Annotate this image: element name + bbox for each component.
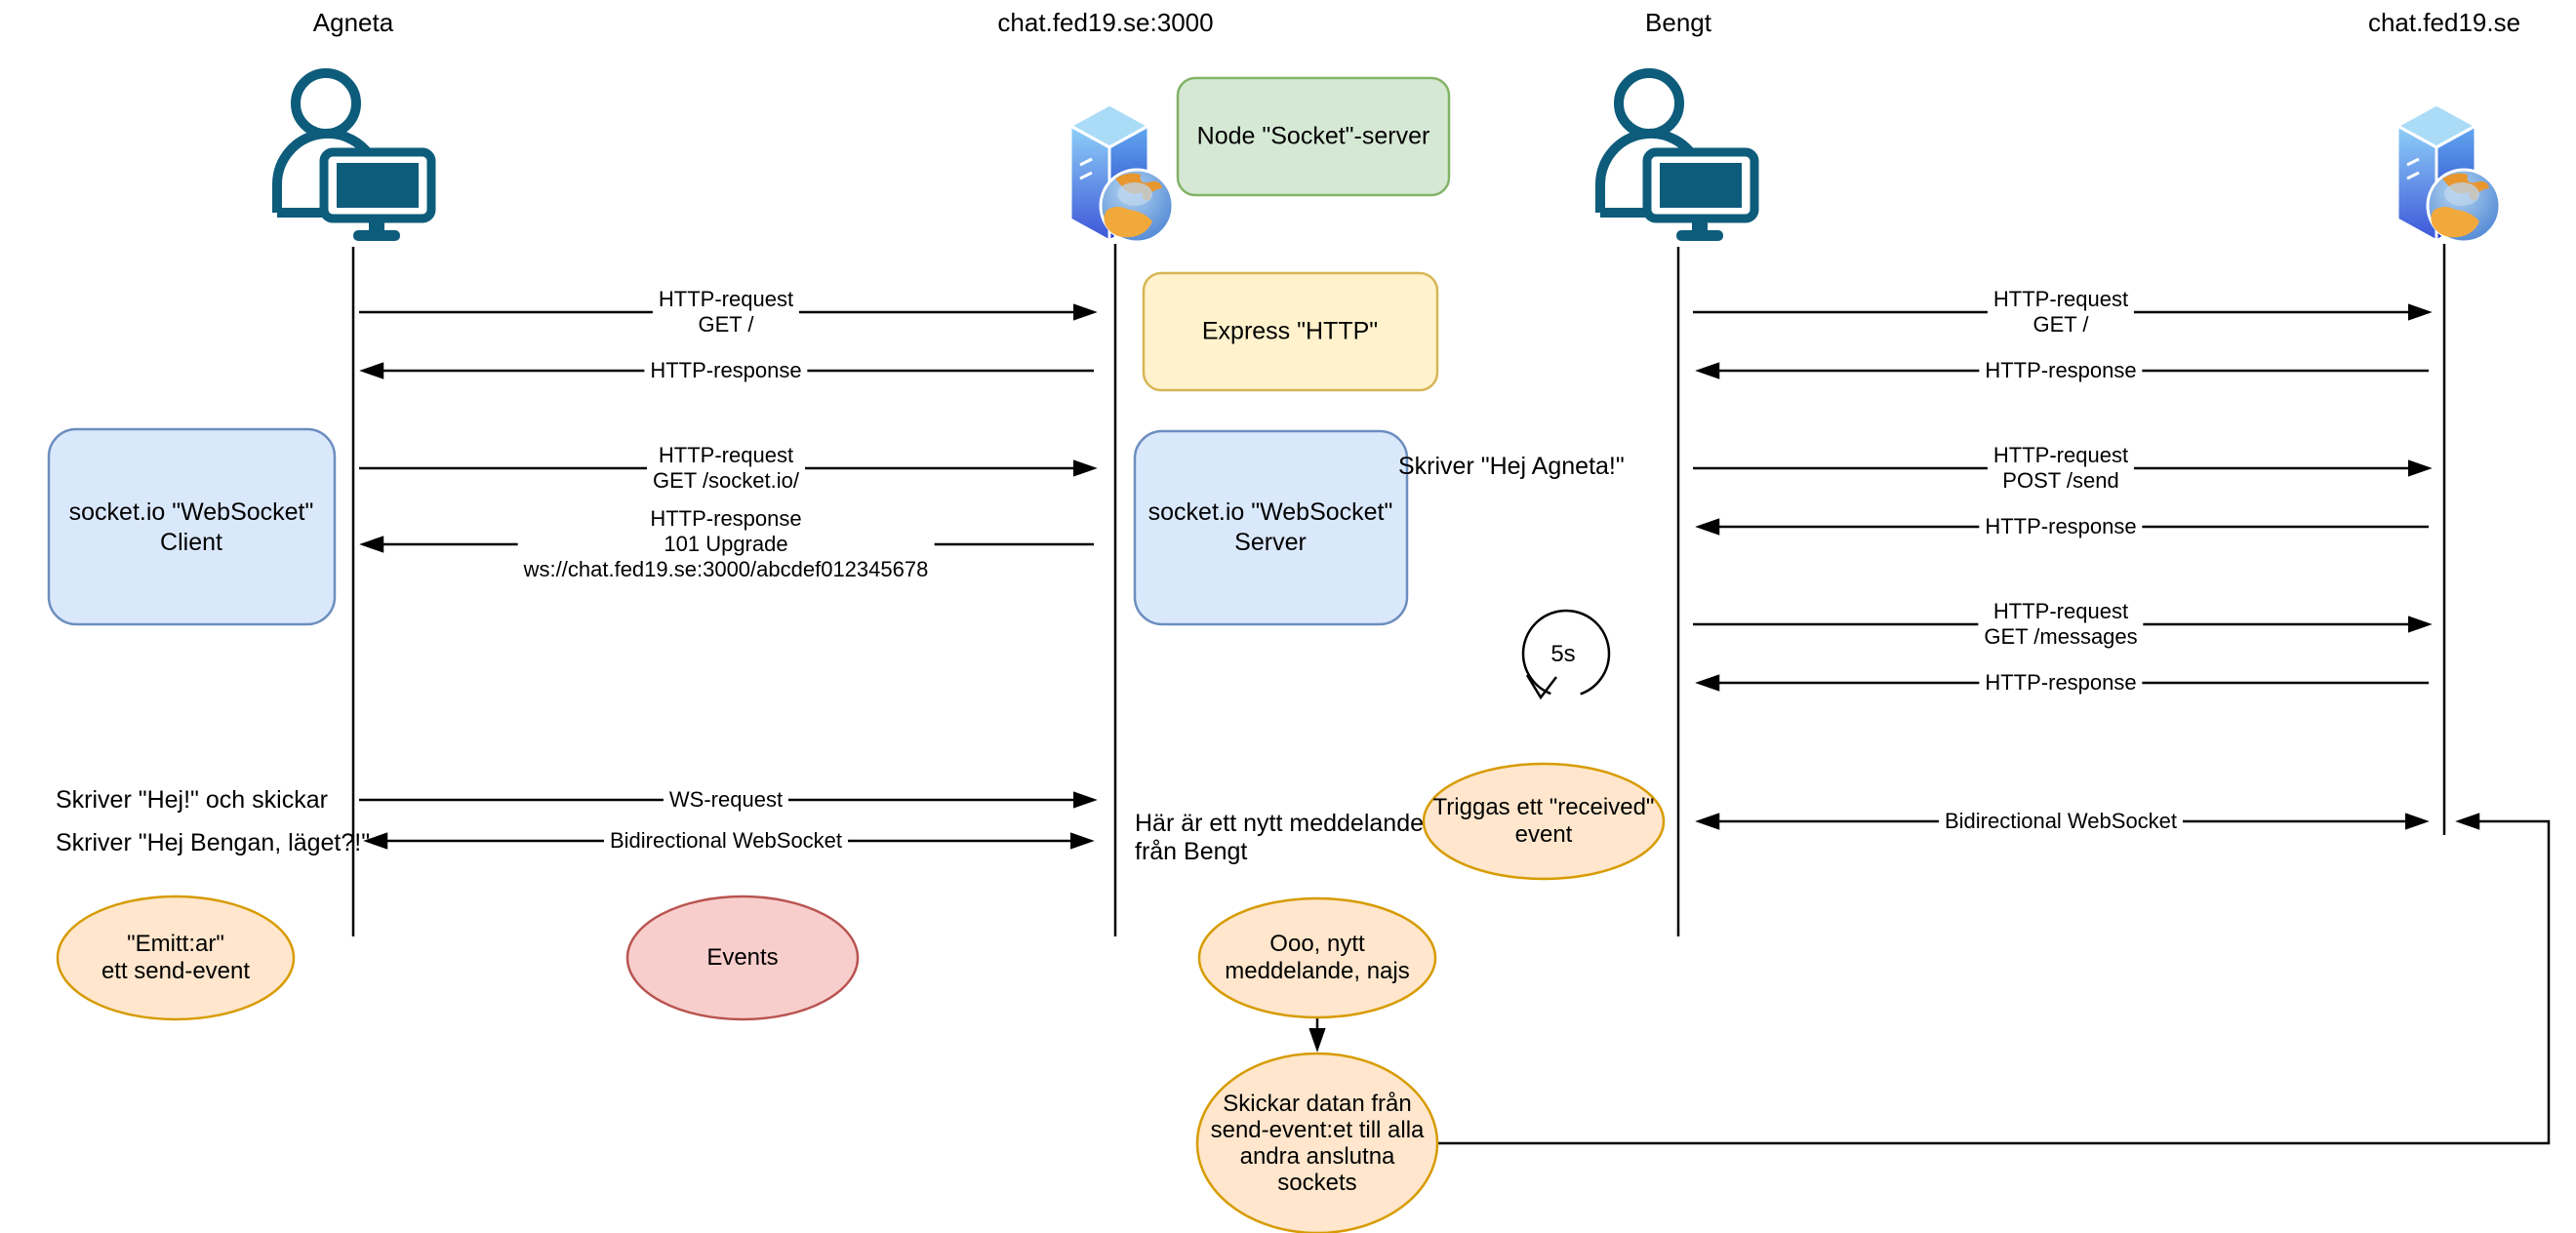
skickar-datan-label: Skickar datan från send-event:et till al… xyxy=(1210,1091,1425,1196)
message-label: HTTP-response xyxy=(1979,514,2143,539)
message-label: HTTP-request GET / xyxy=(1987,287,2135,338)
socketio-client-label: socket.io "WebSocket" Client xyxy=(68,498,314,556)
note-skriver-hej-agneta: Skriver "Hej Agneta!" xyxy=(1398,453,1625,480)
events-ellipse xyxy=(625,895,860,1021)
actor-title-bengt: Bengt xyxy=(1645,8,1711,37)
person-computer-icon xyxy=(272,68,436,241)
message-label: HTTP-response xyxy=(1979,670,2143,696)
emittar-send-event-label: "Emitt:ar" ett send-event xyxy=(101,931,251,984)
events-label: Events xyxy=(706,944,779,971)
note-skriver-hej-bengan: Skriver "Hej Bengan, läget?!" xyxy=(56,829,371,856)
emittar-send-event-ellipse xyxy=(56,895,296,1021)
express-http-label: Express "HTTP" xyxy=(1201,317,1379,345)
message-label: HTTP-response xyxy=(644,358,808,383)
ooo-nytt-meddelande-ellipse xyxy=(1197,896,1437,1019)
message-label: WS-request xyxy=(663,787,789,813)
feedback-line-sockets-broadcast xyxy=(1438,813,2551,1145)
message-label: HTTP-response 101 Upgrade ws://chat.fed1… xyxy=(517,506,935,582)
actor-title-chatfed19: chat.fed19.se xyxy=(2367,8,2521,37)
express-http-box xyxy=(1142,271,1439,392)
message-label: HTTP-response xyxy=(1979,358,2143,383)
person-computer-icon xyxy=(1595,68,1759,241)
polling-loop-icon xyxy=(1521,609,1611,700)
node-socket-server-label: Node "Socket"-server xyxy=(1196,122,1430,150)
socketio-server-label: socket.io "WebSocket" Server xyxy=(1147,498,1393,556)
actor-title-agneta: Agneta xyxy=(312,8,394,37)
message-label: HTTP-request GET /socket.io/ xyxy=(647,443,805,494)
node-socket-server-box xyxy=(1176,76,1451,197)
message-label: Bidirectional WebSocket xyxy=(1938,809,2184,834)
note-har-ar-ett-nytt-meddelande: Här är ett nytt meddelande från Bengt xyxy=(1135,810,1424,865)
actor-title-server3000: chat.fed19.se:3000 xyxy=(997,8,1214,37)
message-label: HTTP-request GET /messages xyxy=(1978,599,2144,650)
note-skriver-hej-och-skickar: Skriver "Hej!" och skickar xyxy=(56,786,328,814)
server-globe-icon xyxy=(1068,102,1175,244)
triggas-received-event-label: Triggas ett "received" event xyxy=(1432,794,1655,848)
ooo-nytt-meddelande-label: Ooo, nytt meddelande, najs xyxy=(1225,931,1410,984)
skickar-datan-ellipse xyxy=(1195,1052,1439,1233)
message-label: HTTP-request GET / xyxy=(652,287,800,338)
server-globe-icon xyxy=(2395,102,2502,244)
polling-interval-label: 5s xyxy=(1550,641,1576,667)
message-label: Bidirectional WebSocket xyxy=(603,828,849,854)
triggas-received-event-ellipse xyxy=(1422,762,1666,881)
message-label: HTTP-request POST /send xyxy=(1987,443,2135,494)
socketio-server-box xyxy=(1133,429,1409,626)
socketio-client-box xyxy=(47,427,337,626)
